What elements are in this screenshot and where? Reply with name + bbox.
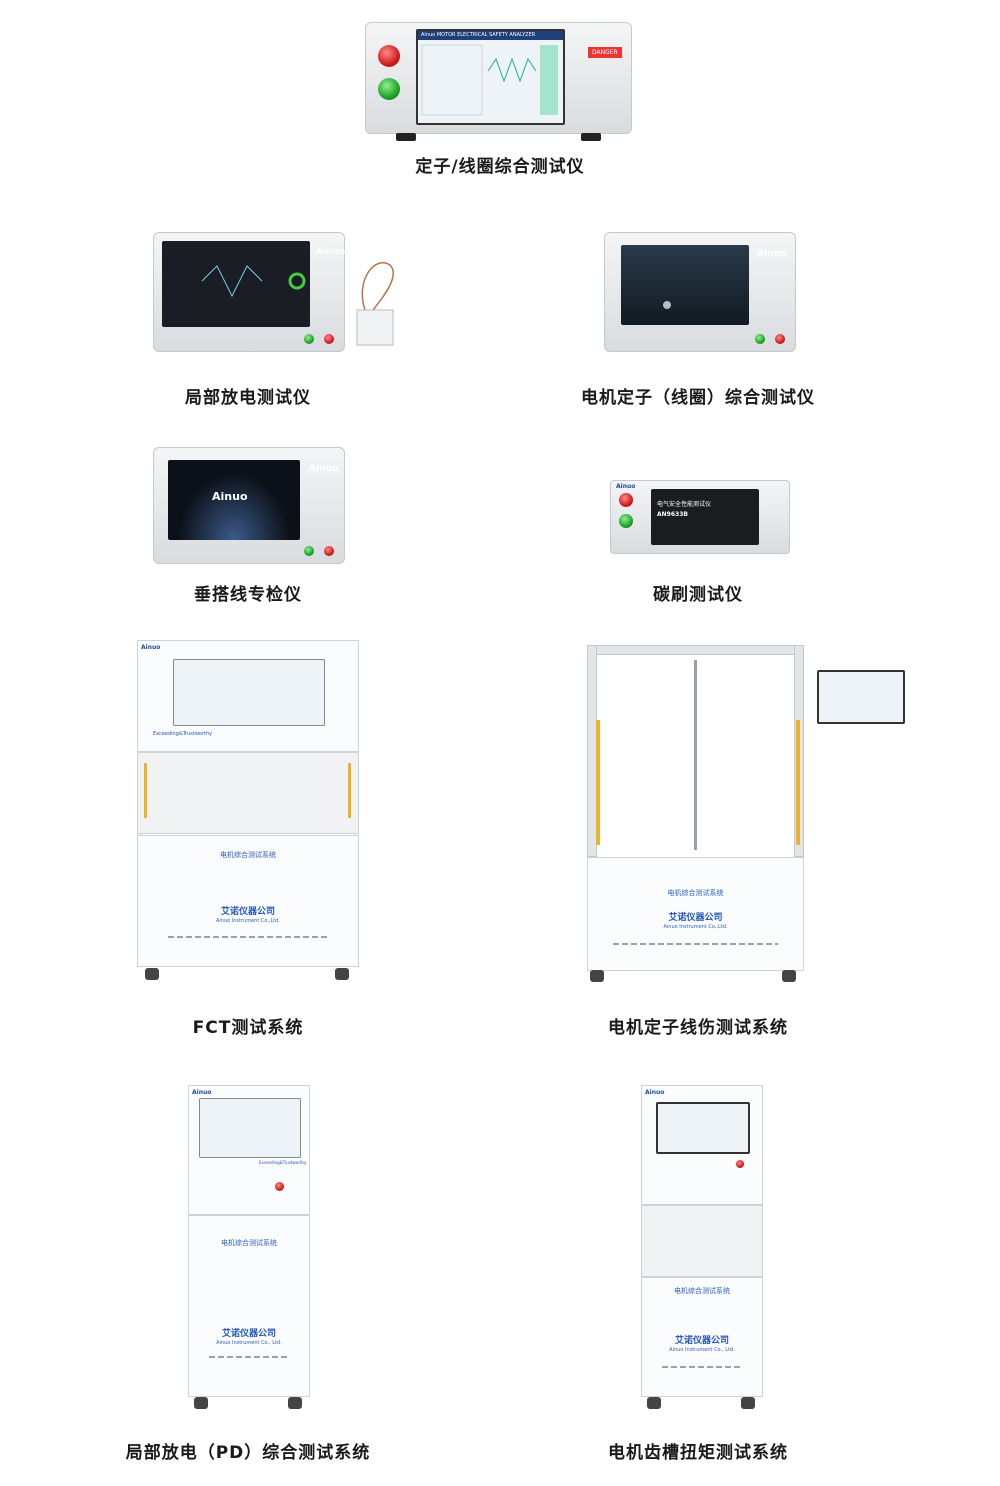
foot-left <box>396 133 416 141</box>
lower-cabinet: 电机综合测试系统 艾诺仪器公司 Ainuo Instrument Co.,Ltd… <box>137 835 359 967</box>
light-curtain-right <box>796 720 800 845</box>
stop-button-icon <box>324 546 334 556</box>
upper-cabinet: Ainuo Exceeding&Trustworthy <box>137 640 359 752</box>
wheel-icon <box>647 1397 661 1409</box>
wheel-icon <box>590 970 604 982</box>
brand-logo: Ainuo <box>141 644 161 651</box>
wheel-icon <box>194 1397 208 1409</box>
product-stator-coil-tester: Ainuo MOTOR ELECTRICAL SAFETY ANALYZER D… <box>365 22 632 141</box>
caption-product-3: 电机定子（线圈）综合测试仪 <box>581 388 815 408</box>
caption-product-1: 定子/线圈综合测试仪 <box>415 157 585 177</box>
product-cogging-torque-system: Ainuo 电机综合测试系统 艾诺仪器公司 Ainuo Instrument C… <box>641 1085 763 1415</box>
wheel-icon <box>782 970 796 982</box>
product-fct-system: Ainuo Exceeding&Trustworthy 电机综合测试系统 艾诺仪… <box>137 640 359 990</box>
cabinet-title: 电机综合测试系统 <box>221 1239 277 1247</box>
cabinet-title: 电机综合测试系统 <box>220 851 276 859</box>
inspector-screen: Ainuo <box>168 460 300 540</box>
company-english: Ainuo Instrument Co.,Ltd. <box>663 924 728 930</box>
torque-monitor <box>656 1102 750 1154</box>
product-pd-system: Ainuo Exceeding&Trustworthy 电机综合测试系统 艾诺仪… <box>188 1085 310 1415</box>
pd-screen <box>162 241 310 327</box>
upper-cabinet: Ainuo Exceeding&Trustworthy <box>188 1085 310 1215</box>
stop-button-icon <box>378 45 400 67</box>
brand-logo: Ainuo <box>316 247 346 257</box>
slogan: Exceeding&Trustworthy <box>259 1160 307 1165</box>
brand-logo: Ainuo <box>757 249 787 259</box>
danger-label: DANGER <box>588 47 622 58</box>
product-motor-stator-coil-tester: Ainuo <box>604 232 796 352</box>
light-curtain-right <box>348 763 351 818</box>
vent-grille <box>209 1356 289 1358</box>
pd-monitor <box>199 1098 301 1158</box>
test-chamber <box>641 1205 763 1277</box>
wheel-icon <box>288 1397 302 1409</box>
wheel-icon <box>335 968 349 980</box>
lower-cabinet: 电机综合测试系统 艾诺仪器公司 Ainuo Instrument Co., Lt… <box>641 1277 763 1397</box>
caption-product-9: 电机齿槽扭矩测试系统 <box>608 1443 788 1463</box>
company-english: Ainuo Instrument Co.,Ltd. <box>215 918 281 924</box>
vent-grille <box>168 936 328 938</box>
vertical-column <box>694 660 697 850</box>
waveform-graphic <box>421 44 558 116</box>
start-button-icon <box>755 334 765 344</box>
wheel-icon <box>741 1397 755 1409</box>
wheel-icon <box>145 968 159 980</box>
vent-grille <box>662 1366 742 1368</box>
company-english: Ainuo Instrument Co., Ltd. <box>669 1347 735 1353</box>
product-stator-wire-damage-system: 电机综合测试系统 艾诺仪器公司 Ainuo Instrument Co.,Ltd… <box>582 645 905 985</box>
test-chamber <box>137 752 359 834</box>
lower-cabinet: 电机综合测试系统 艾诺仪器公司 Ainuo Instrument Co.,Ltd… <box>587 857 804 971</box>
caption-product-5: 碳刷测试仪 <box>653 585 743 605</box>
emergency-stop-icon <box>736 1160 744 1168</box>
start-button-icon <box>304 546 314 556</box>
brush-screen: 电气安全性能测试仪 AN9633B <box>651 489 759 545</box>
light-curtain-left <box>596 720 600 845</box>
product-partial-discharge-tester: Ainuo <box>153 232 345 352</box>
frame-top <box>587 645 804 655</box>
foot-right <box>581 133 601 141</box>
screen-title: 电气安全性能测试仪 <box>657 501 712 508</box>
side-monitor <box>817 670 905 724</box>
upper-cabinet: Ainuo <box>641 1085 763 1205</box>
brand-logo: Ainuo <box>192 1089 212 1096</box>
stop-button-icon <box>775 334 785 344</box>
play-icon <box>663 301 671 309</box>
probe-cable-graphic <box>356 262 394 346</box>
model-label: AN9633B <box>657 511 688 518</box>
emergency-stop-icon <box>275 1182 284 1191</box>
light-curtain-left <box>144 763 147 818</box>
brand-logo: Ainuo <box>645 1089 665 1096</box>
brand-logo: Ainuo <box>616 483 636 490</box>
pd-waveform <box>201 265 306 298</box>
fct-monitor <box>173 659 325 726</box>
caption-product-8: 局部放电（PD）综合测试系统 <box>125 1443 371 1463</box>
caption-product-4: 垂搭线专检仪 <box>194 585 302 605</box>
company-name: 艾诺仪器公司 <box>220 907 275 917</box>
vent-grille <box>613 943 778 945</box>
stop-button-icon <box>324 334 334 344</box>
cabinet-title: 电机综合测试系统 <box>667 889 724 897</box>
cabinet-title: 电机综合测试系统 <box>674 1287 730 1295</box>
start-button-icon <box>378 78 400 100</box>
company-name: 艾诺仪器公司 <box>668 913 723 923</box>
analyzer-screen: Ainuo MOTOR ELECTRICAL SAFETY ANALYZER <box>416 29 565 125</box>
start-button-icon <box>304 334 314 344</box>
lower-cabinet: 电机综合测试系统 艾诺仪器公司 Ainuo Instrument Co., Lt… <box>188 1215 310 1397</box>
caption-product-2: 局部放电测试仪 <box>185 388 311 408</box>
slogan: Exceeding&Trustworthy <box>153 731 213 737</box>
caption-product-6: FCT测试系统 <box>192 1018 304 1038</box>
product-carbon-brush-tester: Ainuo 电气安全性能测试仪 AN9633B <box>610 480 790 554</box>
company-name: 艾诺仪器公司 <box>221 1329 276 1339</box>
brand-logo: Ainuo <box>309 464 339 474</box>
start-button-icon <box>619 514 633 528</box>
stop-button-icon <box>619 493 633 507</box>
company-english: Ainuo Instrument Co., Ltd. <box>216 1340 282 1346</box>
screen-logo: Ainuo <box>212 490 248 503</box>
screen-header: Ainuo MOTOR ELECTRICAL SAFETY ANALYZER <box>418 31 563 40</box>
caption-product-7: 电机定子线伤测试系统 <box>608 1018 788 1038</box>
stator-screen <box>621 245 749 325</box>
product-drop-wire-inspector: Ainuo Ainuo <box>153 447 345 564</box>
company-name: 艾诺仪器公司 <box>674 1336 729 1346</box>
